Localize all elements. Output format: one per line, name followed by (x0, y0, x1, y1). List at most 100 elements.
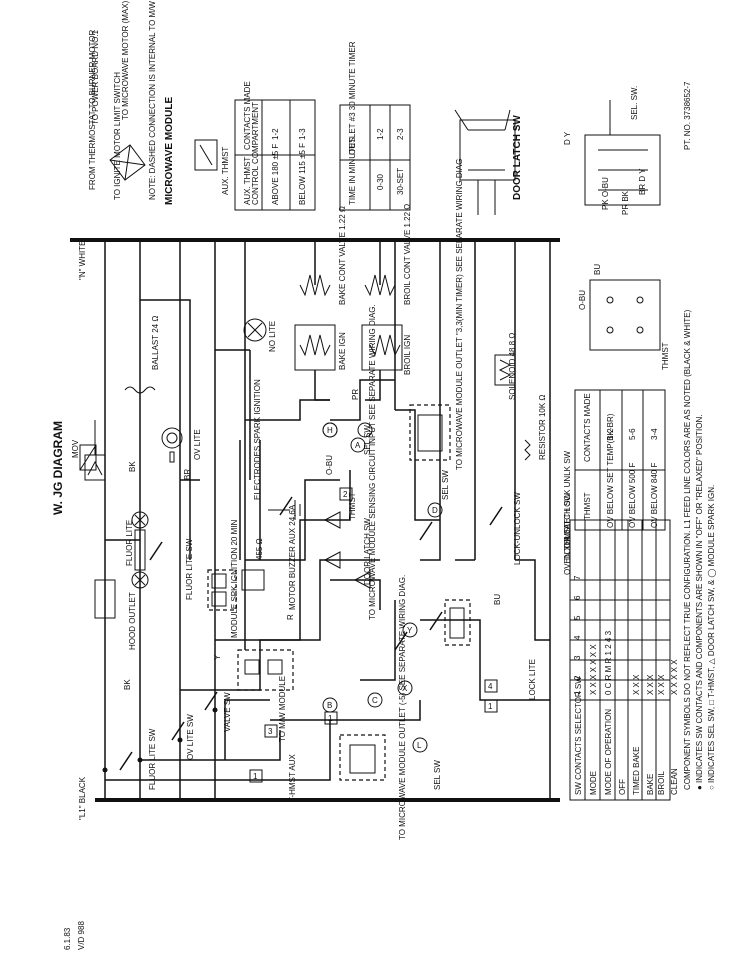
br-d-y-label: BR D Y (638, 168, 647, 195)
fluor-lite-label: FLUOR LITE (125, 520, 134, 566)
rotated-labels: W. JG DIAGRAM "L1" BLACK "N" WHITE FLUOR… (51, 159, 547, 840)
thmst-table-row2-col1: OV BELOW 500 F (628, 463, 637, 528)
microwave-connectors (339, 404, 471, 781)
sel-sw-b-label: SEL SW (441, 470, 450, 500)
sw-table-row-operation: MODE OF OPERATION (604, 709, 613, 795)
aux-thmst-table: AUX. THMST CONTACTS MADE CONTROL COMPART… (234, 81, 316, 211)
wire-obu-label: O-BU (325, 455, 334, 475)
svg-text:B: B (327, 701, 332, 710)
sw-table-row-broil-marks: X X X (657, 674, 666, 695)
notes-block: COMPONENT SYMBOLS DO NOT REFLECT TRUE CO… (683, 81, 716, 790)
timer-table-header-1: TIME IN MINUTES (348, 137, 357, 205)
svg-text:H: H (327, 426, 333, 435)
from-thermostat-note: FROM THERMOSTAT TO BURNER MOTOR (88, 29, 97, 190)
sw-table-row-mode-marks: X X X X X X X (589, 644, 598, 695)
electrodes-label: ELECTRODES SPARK IGNITION (253, 379, 262, 500)
sel-sw-terminals: L B C X Y D A H (322, 422, 443, 753)
svg-text:C: C (372, 696, 378, 705)
sw-table-col-1: 1 (573, 690, 582, 695)
sel-sw-bottom-label: SEL SW (433, 760, 442, 790)
lock-unlock-sw-label: LOCK-UNLOCK SW (513, 492, 522, 565)
thmst-table-row3-col2: 3-4 (650, 428, 659, 440)
door-latch-sw-top-label: DOOR LATCH SW (512, 115, 523, 200)
aux-table-row2-col1: BELOW 115 ±5 F (298, 143, 307, 205)
svg-text:1: 1 (488, 702, 493, 711)
microwave-module-title: MICROWAVE MODULE (164, 97, 175, 205)
hood-outlet-label: HOOD OUTLET (128, 592, 137, 650)
to-mw-module-label: TO M/W MODULE (278, 676, 287, 742)
fluor-lite-sw2-label: FLUOR LITE SW (185, 538, 194, 600)
sel-sw-top-label: SEL. SW. (630, 86, 639, 120)
timer-table-row2-col2: 2-3 (396, 128, 405, 140)
sw-table-col-3: 3 (573, 655, 582, 660)
pr-bk-label: PR BK (621, 190, 630, 215)
to-microwave-sensing-label: TO MICROWAVE MODULE SENSING CIRCUIT INPU… (368, 304, 377, 620)
module-spk-label: MODULE SPK IGNITION 20 MIN (230, 520, 239, 638)
broil-cont-valve-label: BROIL CONT VALVE 1.22 Ω (403, 204, 412, 305)
thmst-terminals: 2 1 3 1 1 4 (249, 487, 498, 783)
sw-table-row-operation-marks: 0 C R M R 1 2 4 3 (604, 630, 613, 695)
sw-table-row-clean: CLEAN (670, 768, 679, 795)
wire-bk-label-2: BK (128, 461, 137, 472)
diagram-title: W. JG DIAGRAM (51, 421, 65, 515)
timer-table: TIME IN MINUTES OUTLET #3 30 MINUTE TIME… (339, 41, 411, 211)
sel-sw-a-label: SEL SW (363, 425, 372, 455)
note-2: ● INDICATES SW CONTACTS AND COMPONENTS A… (695, 415, 704, 790)
valve-sw-label: VALVE SW (223, 692, 232, 732)
pk-obu-label: PK O-BU (601, 177, 610, 210)
svg-text:1: 1 (253, 772, 258, 781)
svg-text:2: 2 (343, 490, 348, 499)
to-ignite-note: TO IGNITE MOTOR LIMIT SWITCH (113, 72, 122, 200)
sw-table-col-4: 4 (573, 635, 582, 640)
bake-ign-label: BAKE IGN (338, 332, 347, 370)
wire-y-label-1: Y (213, 654, 222, 660)
aux-table-col1: CONTROL COMPARTMENT (251, 102, 260, 205)
sw-table-col-7: 7 (573, 575, 582, 580)
upper-components (84, 386, 183, 619)
sw-table-col-6: 6 (573, 595, 582, 600)
to-module-note: TO MICROWAVE MOTOR (MAX) TO BLOWER MOTOR (121, 0, 130, 120)
aux-table-header-1: AUX. THMST (243, 157, 252, 205)
broil-ign-label: BROIL IGN (403, 335, 412, 375)
note-1: COMPONENT SYMBOLS DO NOT REFLECT TRUE CO… (683, 309, 692, 790)
wire-r-label-1: R (286, 614, 295, 620)
aux-thmst-label: AUX. THMST (221, 147, 230, 195)
to-power-note: TO POWER BOARD NO.1 (91, 29, 100, 125)
sw-table-col-oven-thmst: OVEN THMST (563, 523, 572, 575)
top-right-area: FROM THERMOSTAT TO BURNER MOTOR TO IGNIT… (88, 0, 670, 370)
sw-table-col-2: 2 (573, 675, 582, 680)
sw-table-title: SW CONTACTS SELECTOR SW (574, 676, 583, 795)
timer-table-header-2: OUTLET #3 30 MINUTE TIMER (348, 41, 357, 155)
thmst-table-row1-col1: OV BELOW SET TEMP(BK-BR) (606, 413, 615, 528)
fluor-lite-sw-label: FLUOR LITE SW (148, 728, 157, 790)
lock-lite-label: LOCK LITE (528, 659, 537, 700)
mov-label: MOV (71, 439, 80, 458)
aux-table-row1-col1: ABOVE 180 ±5 F (271, 144, 280, 205)
left-switches (102, 496, 503, 773)
svg-text:A: A (355, 441, 361, 450)
oven-components (243, 240, 531, 461)
timer-table-row1-col2: 1-2 (376, 128, 385, 140)
svg-text:D: D (432, 506, 438, 515)
sw-table-row-bake: BAKE (646, 774, 655, 795)
sw-table-row-clean-marks: X X X X X (670, 659, 679, 695)
d-y-label: D Y (563, 131, 572, 145)
thmst-right-label: THMST (661, 342, 670, 370)
no-lite-label: NO LITE (268, 321, 277, 352)
svg-text:1: 1 (328, 714, 333, 723)
door-latch-triangles (323, 511, 371, 589)
sw-table-col-door-latch: DOOR LATCH SW (563, 493, 572, 560)
sw-table-row-timed-bake-marks: X X X (632, 674, 641, 695)
aux-table-row2-col2: 1-3 (298, 128, 307, 140)
thmst-label-1: THMST (348, 492, 357, 520)
sw-table-col-5: 5 (573, 615, 582, 620)
to-microwave-outlet-label: TO MICROWAVE MODULE OUTLET (-5) SEE SEPA… (398, 575, 407, 840)
footer-block: 6.1.83 V/D 988 (63, 921, 86, 950)
svg-text:4: 4 (488, 682, 493, 691)
neutral-bus-label: "N" WHITE (78, 241, 87, 280)
wire-bu-label: BU (493, 594, 502, 605)
note-dashed: NOTE: DASHED CONNECTION IS INTERNAL TO M… (148, 0, 157, 200)
res-455-label: 455 Ω (255, 538, 264, 560)
thmst-table-row1-col2: 1-2 (606, 428, 615, 440)
